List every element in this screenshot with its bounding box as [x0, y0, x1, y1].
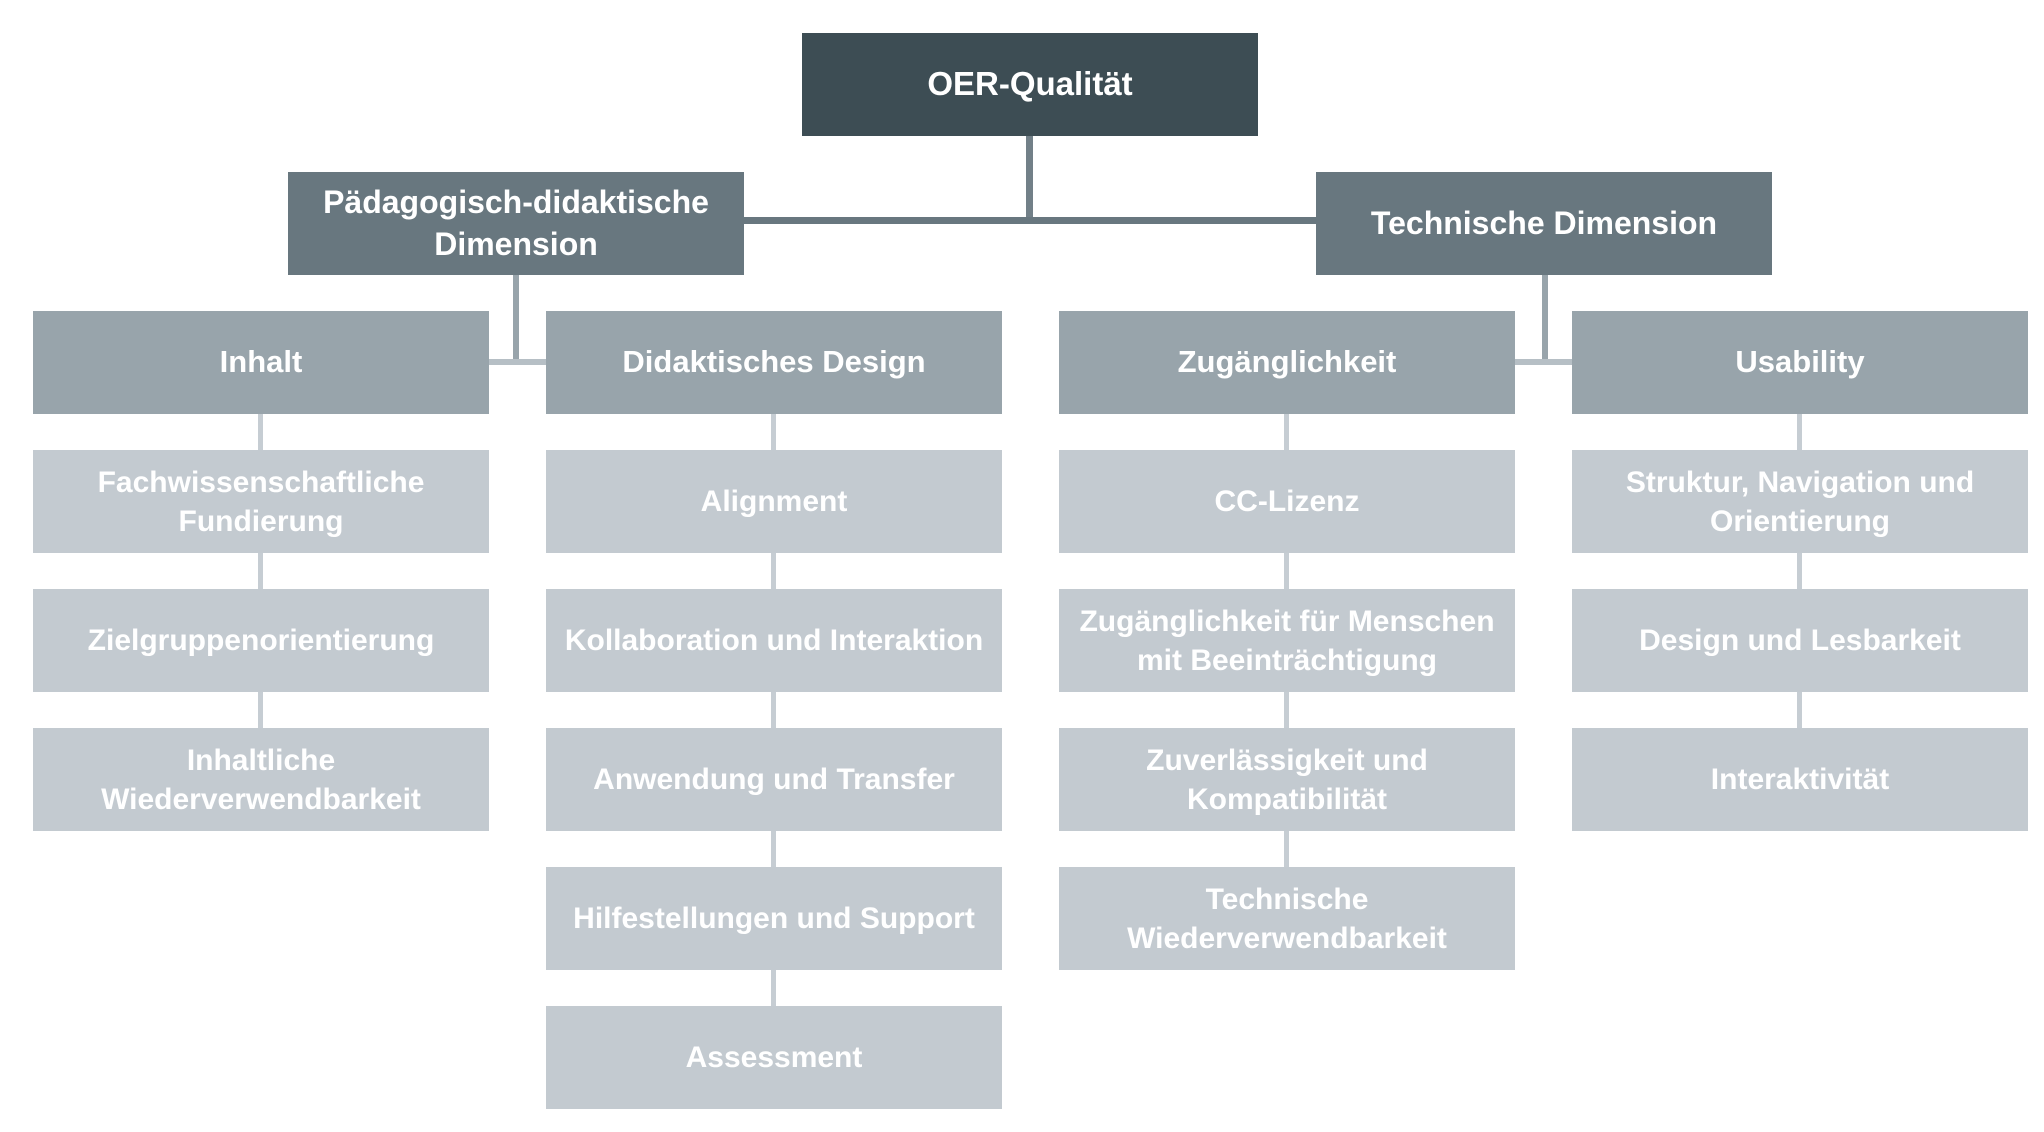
node-criterion-hilfestellungen-und-support: Hilfestellungen und Support [546, 867, 1002, 970]
node-oer-qualitaet: OER-Qualität [802, 33, 1258, 136]
connector-vertical [258, 414, 263, 450]
connector-dimensions-horizontal [744, 217, 1316, 224]
node-criterion-zielgruppenorientierung: Zielgruppenorientierung [33, 589, 489, 692]
connector-vertical [258, 692, 263, 728]
node-criterion-kollaboration-und-interaktion: Kollaboration und Interaktion [546, 589, 1002, 692]
node-criterion-cc-lizenz: CC-Lizenz [1059, 450, 1515, 553]
connector-root-vertical [1026, 136, 1033, 221]
node-category-inhalt: Inhalt [33, 311, 489, 414]
node-criterion-anwendung-und-transfer: Anwendung und Transfer [546, 728, 1002, 831]
node-criterion-design-und-lesbarkeit: Design und Lesbarkeit [1572, 589, 2028, 692]
connector-technisch-horizontal [1515, 359, 1572, 365]
connector-vertical [1797, 692, 1802, 728]
connector-vertical [771, 414, 776, 450]
node-criterion-assessment: Assessment [546, 1006, 1002, 1109]
connector-vertical [771, 970, 776, 1006]
connector-vertical [771, 692, 776, 728]
node-dimension-technisch: Technische Dimension [1316, 172, 1772, 275]
connector-technisch-vertical [1542, 275, 1548, 363]
node-criterion-inhaltliche-wiederverwendbarkeit: Inhaltliche Wiederverwendbarkeit [33, 728, 489, 831]
connector-vertical [1284, 553, 1289, 589]
connector-vertical [1284, 414, 1289, 450]
node-category-zugaenglichkeit: Zugänglichkeit [1059, 311, 1515, 414]
node-criterion-struktur-navigation-orientierung: Struktur, Navigation und Orientierung [1572, 450, 2028, 553]
node-criterion-technische-wiederverwendbarkeit: Technische Wiederverwendbarkeit [1059, 867, 1515, 970]
node-category-didaktisches-design: Didaktisches Design [546, 311, 1002, 414]
node-criterion-zugaenglichkeit-beeintraechtigung: Zugänglichkeit für Menschen mit Beeinträ… [1059, 589, 1515, 692]
connector-vertical [771, 553, 776, 589]
connector-vertical [1284, 831, 1289, 867]
node-criterion-alignment: Alignment [546, 450, 1002, 553]
connector-vertical [771, 831, 776, 867]
connector-vertical [1797, 553, 1802, 589]
node-category-usability: Usability [1572, 311, 2028, 414]
node-criterion-zuverlaessigkeit-und-kompatibilitaet: Zuverlässigkeit und Kompatibilität [1059, 728, 1515, 831]
connector-paedagogisch-vertical [513, 275, 519, 363]
node-criterion-interaktivitaet: Interaktivität [1572, 728, 2028, 831]
node-dimension-paedagogisch-didaktisch: Pädagogisch-didaktische Dimension [288, 172, 744, 275]
node-criterion-fachwissenschaftliche-fundierung: Fachwissenschaftliche Fundierung [33, 450, 489, 553]
connector-vertical [1284, 692, 1289, 728]
connector-vertical [1797, 414, 1802, 450]
connector-paedagogisch-horizontal [489, 359, 546, 365]
connector-vertical [258, 553, 263, 589]
